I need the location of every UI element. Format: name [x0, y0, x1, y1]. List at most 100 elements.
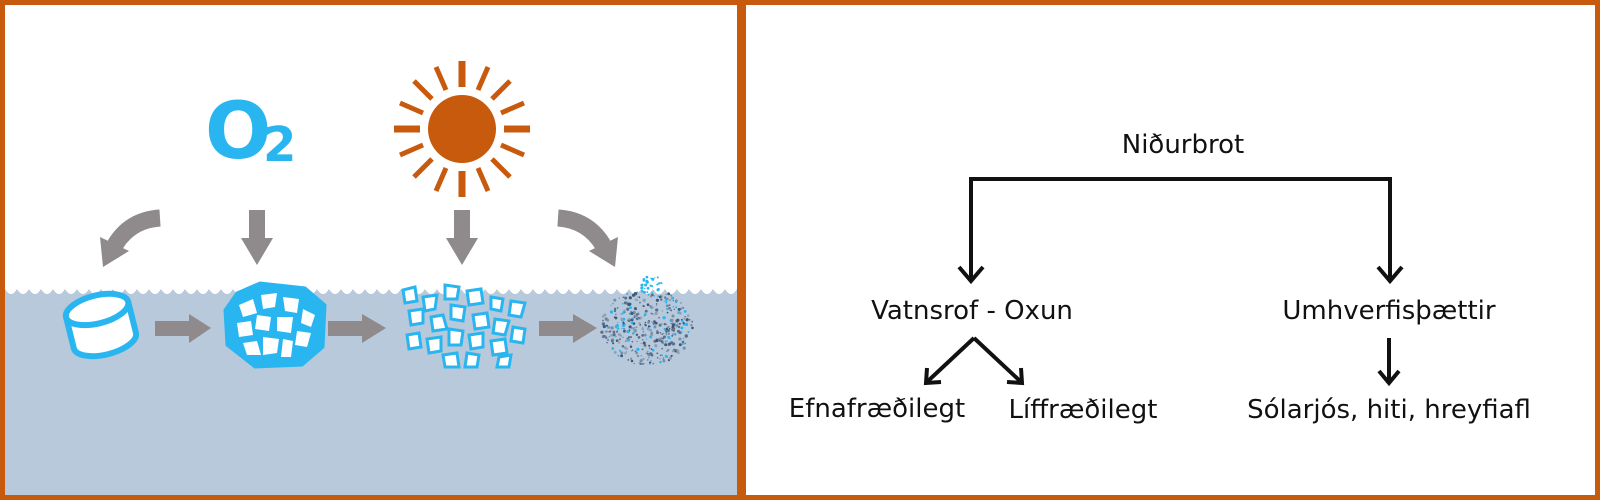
nanoplastic-particle: [664, 354, 668, 358]
nanoplastic-particle: [655, 308, 659, 312]
nanoplastic-particle: [659, 332, 662, 334]
nanoplastic-particle: [613, 298, 617, 302]
nanoplastic-particle: [645, 279, 649, 283]
nanoplastic-particle: [684, 322, 689, 327]
nanoplastic-particle: [678, 337, 682, 341]
nanoplastic-particle: [620, 351, 624, 355]
nanoplastic-particle: [622, 336, 624, 339]
nanoplastic-particle: [691, 326, 694, 330]
nanoplastic-particle: [661, 347, 664, 350]
nanoplastic-particle: [670, 322, 672, 325]
nanoplastic-particle: [644, 345, 647, 348]
nanoplastic-particle: [638, 296, 641, 299]
nanoplastic-particle: [639, 316, 643, 320]
nanoplastic-particle: [662, 357, 665, 359]
nanoplastic-particle: [605, 324, 608, 327]
nanoplastic-particle: [656, 276, 659, 279]
nanoplastic-particle: [642, 305, 645, 308]
nanoplastic-particle: [662, 335, 666, 339]
nanoplastic-particle: [612, 302, 614, 305]
nanoplastic-particle: [626, 330, 630, 334]
nanoplastic-particle: [650, 293, 653, 296]
nanoplastic-particle: [681, 319, 684, 323]
nanoplastic-particle: [622, 322, 625, 325]
nanoplastic-particle: [618, 297, 620, 299]
nanoplastic-particle: [640, 354, 642, 357]
nanoplastic-particle: [630, 312, 634, 315]
nanoplastic-particle: [664, 340, 667, 343]
nanoplastic-particle: [605, 330, 608, 333]
nanoplastic-particle: [637, 316, 640, 319]
nanoplastic-particle: [642, 341, 646, 345]
nanoplastic-particle: [638, 322, 641, 325]
nanoplastic-particle: [658, 339, 662, 342]
nanoplastic-particle: [627, 317, 631, 321]
nanoplastic-particle: [659, 360, 662, 364]
nanoplastic-particle: [650, 348, 653, 351]
leaf-label-biological: Líffræðilegt: [1009, 395, 1158, 425]
nanoplastic-particle: [643, 290, 646, 294]
nanoplastic-particle: [640, 284, 642, 286]
nanoplastic-particle: [667, 325, 670, 328]
nanoplastic-particle: [667, 292, 671, 296]
nanoplastic-particle: [635, 351, 638, 355]
nanoplastic-particle: [677, 323, 679, 325]
nanoplastic-particle: [616, 307, 619, 309]
nanoplastic-particle: [650, 359, 652, 362]
nanoplastic-particle: [672, 328, 675, 331]
nanoplastic-particle: [648, 325, 651, 328]
nanoplastic-particle: [657, 288, 660, 291]
nanoplastic-particle: [656, 331, 660, 335]
nanoplastic-particle: [668, 304, 671, 307]
nanoplastic-particle: [668, 356, 672, 360]
nanoplastic-particle: [670, 309, 673, 312]
nanoplastic-particle: [625, 351, 628, 353]
stage-arrow-1: [155, 314, 211, 343]
nanoplastic-particle: [658, 295, 662, 299]
nanoplastic-particle: [639, 362, 642, 365]
nanoplastic-particle: [600, 330, 604, 334]
nanoplastic-particle: [607, 331, 610, 333]
nanoplastic-particle: [681, 306, 685, 310]
nanoplastic-particle: [624, 323, 627, 326]
nanoplastic-particle: [652, 362, 655, 365]
nanoplastic-particle: [671, 296, 675, 300]
nanoplastic-particle: [668, 327, 671, 330]
nanoplastic-particle: [666, 311, 669, 314]
stage-arrow-3: [539, 314, 597, 343]
nanoplastic-particle: [680, 307, 682, 309]
nanoplastic-particle: [673, 308, 675, 310]
nanoplastic-particle: [651, 277, 655, 281]
nanoplastic-particle: [657, 282, 661, 285]
nanoplastic-particle: [684, 334, 688, 338]
nanoplastic-particle: [601, 322, 606, 326]
nanoplastic-particle: [667, 359, 670, 362]
nanoplastic-particle: [660, 340, 664, 344]
nanoplastic-particle: [624, 340, 627, 343]
nanoplastic-particle: [661, 333, 663, 335]
nanoplastic-particle: [623, 301, 627, 305]
oxygen-icon: O 2: [205, 87, 296, 177]
svg-text:O: O: [205, 87, 271, 177]
nanoplastic-particle: [678, 331, 682, 335]
nanoplastic-particle: [683, 309, 687, 313]
nanoplastic-particle: [644, 283, 648, 287]
nanoplastic-particle: [637, 296, 639, 298]
nanoplastic-particle: [621, 313, 623, 315]
nanoplastic-particle: [660, 354, 663, 357]
nanoplastic-particle: [611, 347, 615, 350]
nanoplastic-particle: [667, 335, 671, 339]
nanoplastic-particle: [644, 324, 647, 327]
nanoplastic-particle: [635, 313, 639, 316]
nanoplastic-particle: [668, 307, 671, 310]
nanoplastic-particle: [658, 316, 660, 319]
nanoplastic-particle: [610, 304, 612, 307]
nanoplastic-particle: [658, 337, 662, 341]
nanoplastic-particle: [684, 316, 686, 318]
nanoplastic-particle: [612, 330, 616, 334]
nanoplastic-particle: [624, 296, 628, 300]
nanoplastic-particle: [640, 342, 642, 345]
nanoplastic-particle: [641, 334, 644, 337]
nanoplastic-particle: [646, 352, 649, 355]
nanoplastic-particle: [626, 307, 630, 311]
